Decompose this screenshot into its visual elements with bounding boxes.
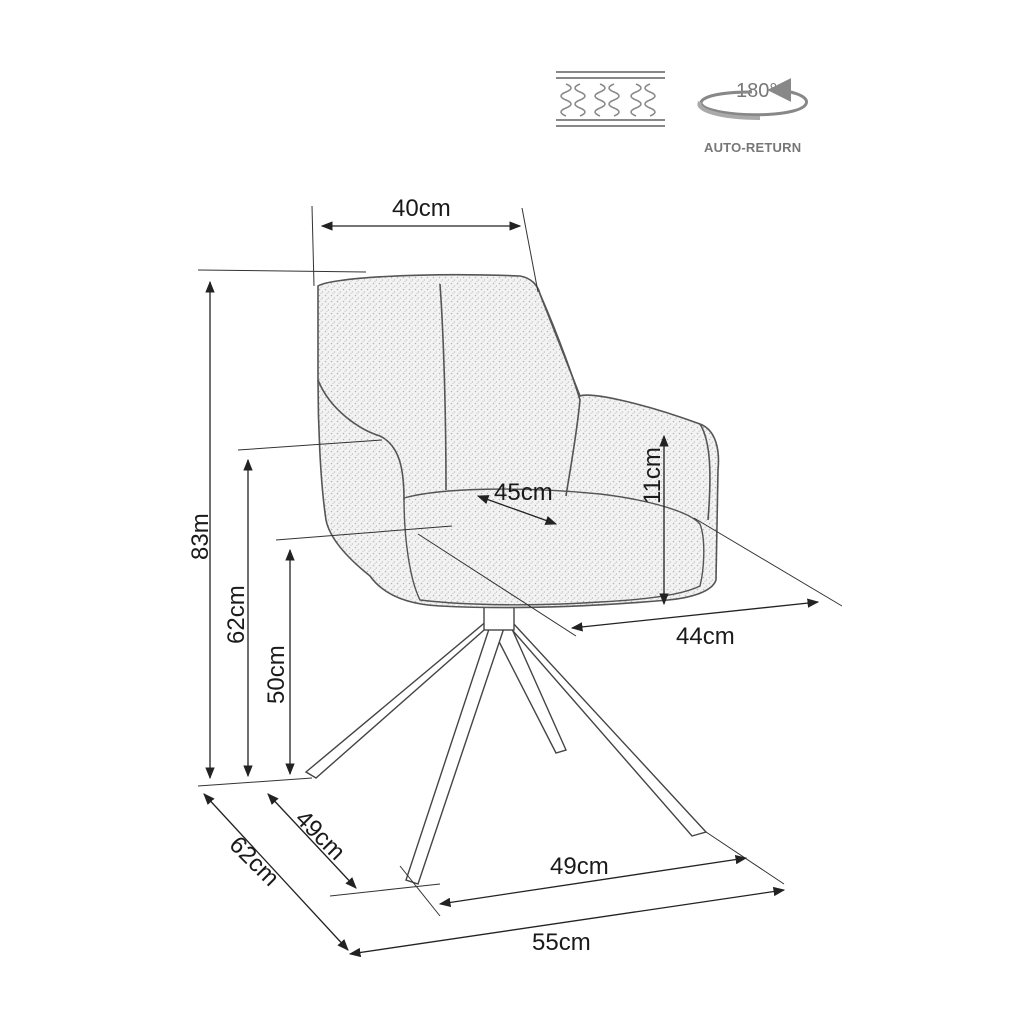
label-seat-depth: 45cm — [494, 479, 553, 506]
dim-leg-span-front: 49cm — [399, 831, 785, 917]
auto-return-caption: AUTO-RETURN — [704, 140, 801, 155]
label-leg-span-front: 49cm — [550, 853, 609, 880]
chair-seat — [403, 488, 705, 606]
pocket-spring-icon — [556, 71, 665, 127]
dim-armrest-above-seat: 11cm — [639, 434, 669, 606]
label-armrest-height: 11cm — [639, 447, 666, 504]
dim-overall-width: 55cm — [348, 886, 786, 958]
chair-legs — [304, 605, 708, 885]
dim-seat-depth: 45cm — [476, 479, 558, 525]
label-overall-depth: 62cm — [224, 831, 285, 892]
label-total-height: 83m — [187, 513, 214, 560]
label-leg-span-left: 49cm — [290, 805, 351, 866]
label-seat-width: 44cm — [676, 623, 735, 650]
dim-seat-height: 50cm — [263, 525, 453, 776]
rotation-180-icon: 180° AUTO-RETURN — [697, 78, 808, 155]
dim-total-height: 83m — [187, 269, 367, 780]
label-backrest-width: 40cm — [392, 195, 451, 222]
chair-drawing — [304, 273, 720, 885]
label-seat-height: 50cm — [263, 645, 290, 704]
label-armrest-floor-height: 62cm — [223, 585, 250, 644]
label-overall-width: 55cm — [532, 929, 591, 956]
dim-armrest-height: 62cm — [223, 439, 383, 778]
rotation-degrees: 180° — [736, 80, 777, 102]
dim-backrest-width: 40cm — [311, 195, 539, 293]
dim-seat-width: 44cm — [417, 517, 843, 650]
dim-overall-depth: 62cm — [203, 793, 349, 951]
